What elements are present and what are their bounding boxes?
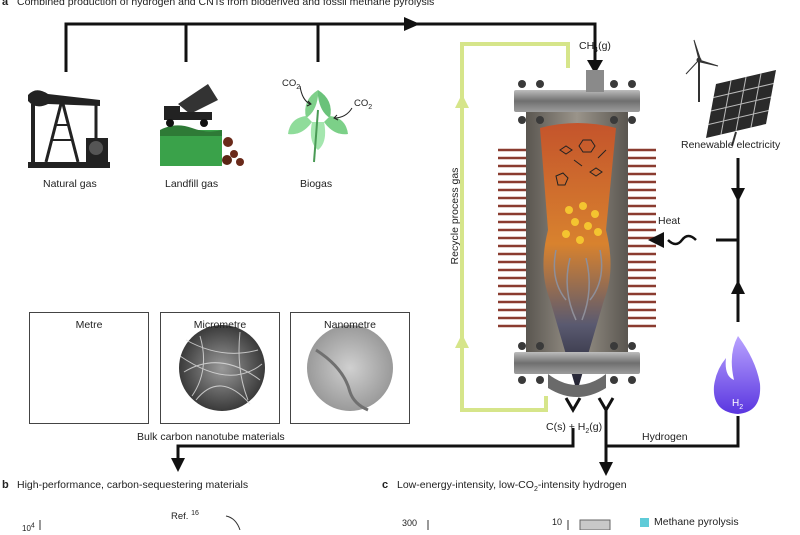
- dump-truck-icon: [160, 84, 244, 166]
- panel-a-title: Combined production of hydrogen and CNTs…: [17, 0, 435, 8]
- energy-line: [716, 158, 740, 322]
- outputs-label: C(s) + H2(g): [546, 421, 603, 436]
- recycle-arrow-up-icon: [455, 94, 469, 108]
- panel-b-curve: [225, 515, 241, 530]
- scale-label: Micrometre: [193, 319, 247, 331]
- panel-c-bar: [579, 519, 611, 530]
- panel-a-letter: a: [2, 0, 9, 8]
- scale-box-nanometre: Nanometre: [290, 312, 410, 424]
- methane-inlet-arrow-icon: [587, 60, 603, 74]
- reactor: [498, 70, 656, 397]
- panel-b-title: High-performance, carbon-sequestering ma…: [17, 479, 249, 491]
- panel-b-ref: Ref. 16: [171, 509, 199, 522]
- panel-c-tick-right: 10: [552, 517, 563, 527]
- solar-panel-icon: [706, 70, 776, 147]
- electricity-arrow-down-icon: [731, 188, 745, 202]
- scale-label: Nanometre: [324, 319, 376, 331]
- renewable-label: Renewable electricity: [681, 139, 781, 151]
- panel-c-tick-left: 300: [402, 518, 418, 528]
- hydrogen-arrow-down-icon: [599, 462, 613, 476]
- panel-c-letter: c: [382, 479, 389, 491]
- plant-leaf-icon: [288, 85, 353, 163]
- hydrogen-arrow-up-icon: [731, 280, 745, 294]
- co2-label-right: CO2: [354, 98, 373, 111]
- heat-wave-icon: [667, 234, 697, 246]
- methane-input-label: CH4(g): [579, 40, 611, 55]
- bulk-arrow-down-icon: [171, 458, 185, 472]
- carbon-outlet-arrow-icon: [564, 397, 582, 413]
- bulk-cnt-label: Bulk carbon nanotube materials: [137, 431, 285, 443]
- nanotube-strand: [315, 348, 369, 412]
- hydrogen-label: Hydrogen: [642, 431, 688, 443]
- heat-label: Heat: [658, 215, 681, 227]
- flow-arrow-right-icon: [404, 17, 420, 31]
- scale-box-metre: Metre: [29, 312, 149, 424]
- flame-h2-label: H2: [732, 398, 744, 411]
- source-label-landfill-gas: Landfill gas: [165, 178, 219, 190]
- scale-box-micrometre: Micrometre: [160, 312, 280, 424]
- recycle-loop: [460, 42, 570, 412]
- recycle-arrow-up-icon: [455, 334, 469, 348]
- legend-label: Methane pyrolysis: [654, 516, 739, 528]
- source-label-biogas: Biogas: [300, 178, 333, 190]
- gas-collection-line: [64, 22, 597, 72]
- wind-turbine-icon: [685, 39, 719, 102]
- legend-swatch: [640, 518, 649, 527]
- co2-label-left: CO2: [282, 78, 301, 91]
- fiber-texture: [179, 331, 263, 405]
- panel-b-axis-tick: 104: [22, 522, 35, 533]
- nanometre-image: [307, 325, 393, 411]
- recycle-label: Recycle process gas: [449, 167, 461, 265]
- panel-c-title: Low-energy-intensity, low-CO2-intensity …: [397, 479, 627, 494]
- scale-label: Metre: [75, 319, 103, 331]
- panel-b-letter: b: [2, 479, 9, 491]
- oil-pump-icon: [28, 90, 110, 168]
- hydrogen-return-line: [176, 410, 740, 462]
- source-label-natural-gas: Natural gas: [43, 178, 97, 190]
- hydrogen-flame-icon: [713, 336, 761, 414]
- heat-arrow-left-icon: [648, 232, 664, 248]
- hydrogen-outlet-arrow-icon: [597, 397, 615, 413]
